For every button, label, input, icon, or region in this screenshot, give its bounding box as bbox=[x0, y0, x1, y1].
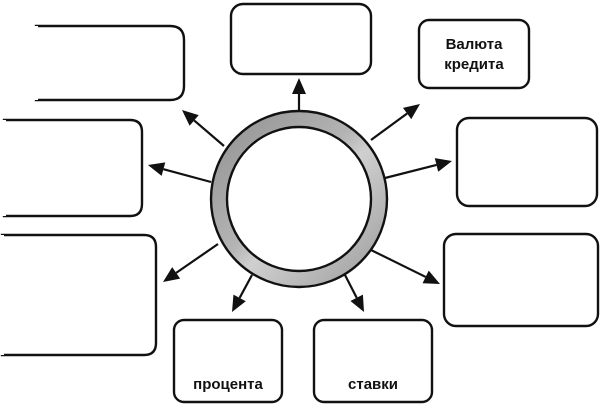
box-top-right: Валюта кредита bbox=[417, 18, 531, 90]
central-ring bbox=[209, 109, 389, 289]
box-bottom-left: процента bbox=[172, 318, 284, 404]
arrow-to-top-left bbox=[182, 110, 225, 147]
arrow-to-bottom-right bbox=[344, 274, 364, 312]
box-top-center bbox=[229, 2, 373, 76]
arrow-to-lower-right bbox=[370, 249, 440, 284]
connector-arrows bbox=[148, 78, 452, 312]
arrow-to-lower-left bbox=[163, 243, 219, 282]
box-top-right-line-1: Валюта bbox=[446, 36, 503, 53]
arrow-to-top-center bbox=[292, 78, 306, 111]
box-bottom-right: ставки bbox=[312, 318, 434, 404]
box-middle-right bbox=[455, 116, 599, 208]
box-bottom-left-line-1: процента bbox=[193, 376, 263, 393]
box-lower-left bbox=[0, 233, 158, 357]
box-middle-left bbox=[2, 118, 144, 218]
box-bottom-right-line-1: ставки bbox=[348, 376, 398, 393]
box-top-right-line-2: кредита bbox=[444, 56, 504, 73]
arrow-to-middle-right bbox=[384, 158, 452, 180]
arrow-to-bottom-left bbox=[232, 274, 253, 312]
box-top-left bbox=[34, 24, 186, 102]
arrow-to-top-right bbox=[370, 104, 420, 141]
box-lower-right bbox=[442, 232, 600, 328]
arrow-to-middle-left bbox=[148, 162, 212, 184]
